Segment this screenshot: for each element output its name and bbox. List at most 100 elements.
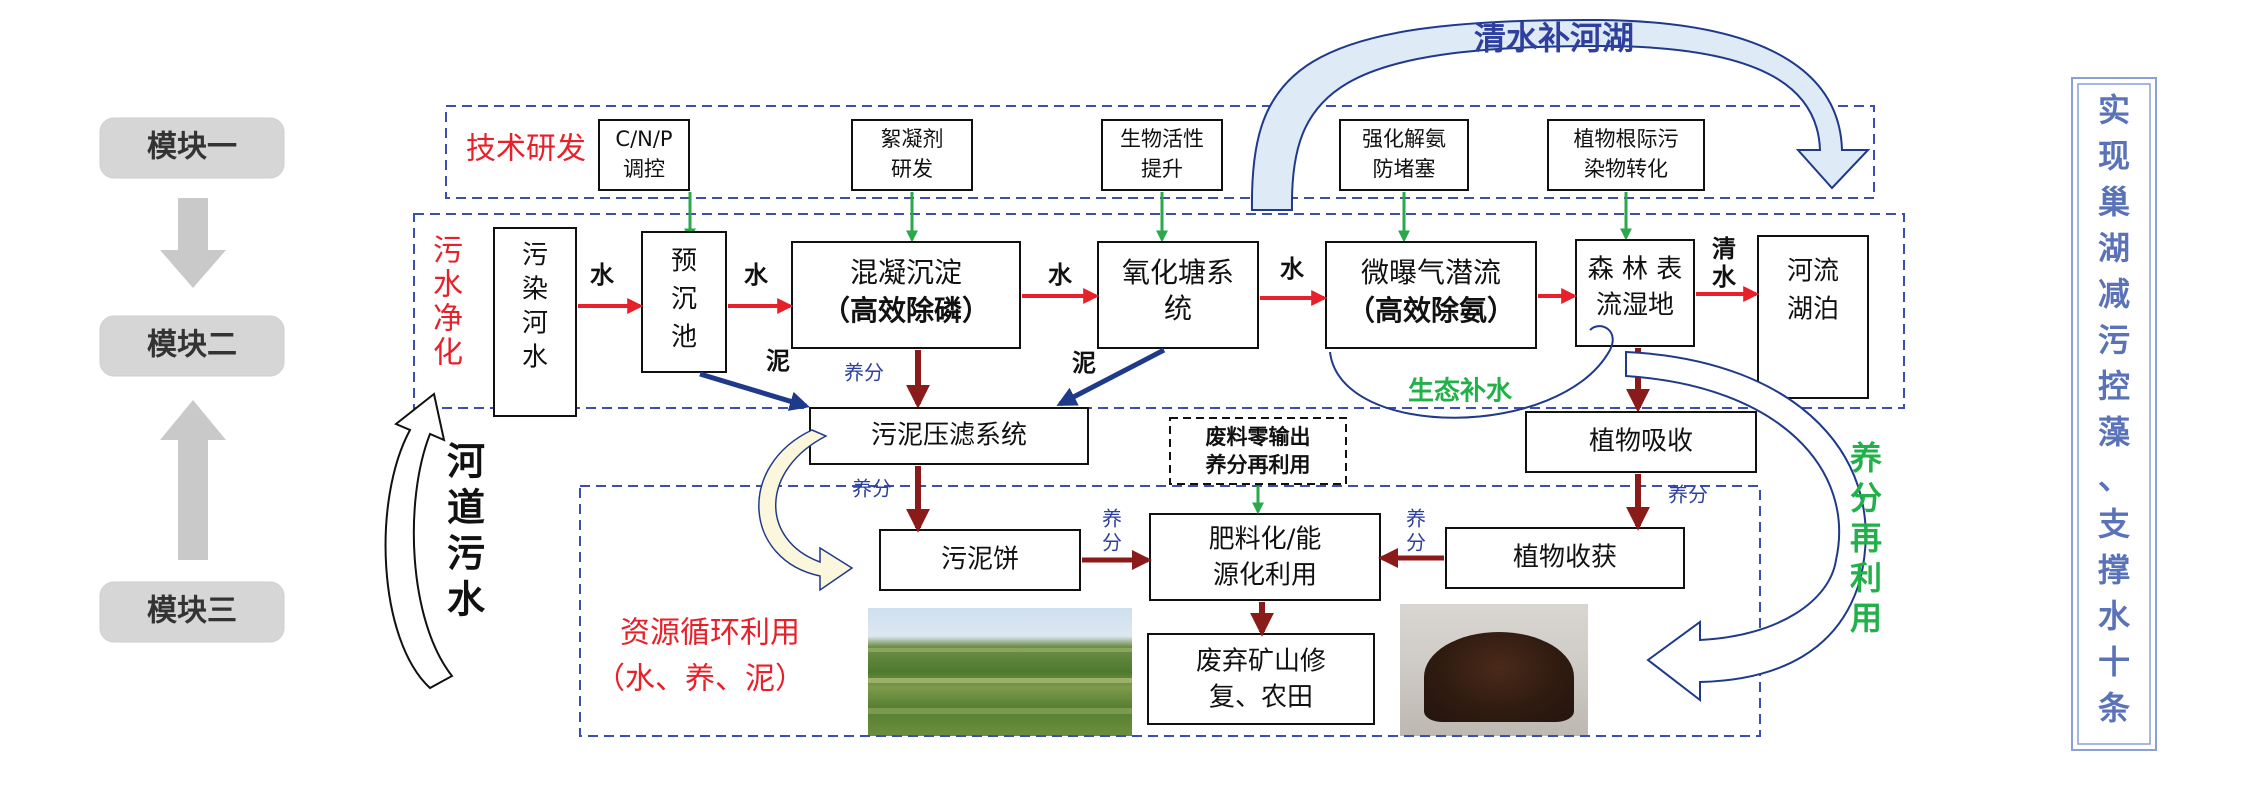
- nutrient-reuse-label-char: 养: [1850, 439, 1882, 477]
- side-text-char: 减: [2098, 275, 2130, 313]
- purify-title-char: 水: [433, 268, 463, 303]
- nutrient-label: 养分: [844, 361, 884, 385]
- aeration-line1: 微曝气潜流: [1361, 256, 1501, 289]
- nutrient-vlabel-char: 分: [1406, 531, 1426, 555]
- plant-absorb-text: 植物吸收: [1589, 427, 1693, 457]
- side-text-char: 控: [2098, 367, 2130, 405]
- river-sewage-label-char: 道: [447, 486, 485, 530]
- tech-item-box: [598, 119, 690, 191]
- fertilizer-box: [1149, 513, 1381, 601]
- nutrient-vlabel-char: 养: [1102, 507, 1122, 531]
- resource-title2: （水、养、泥）: [595, 662, 805, 697]
- water-label: 水: [1280, 255, 1305, 283]
- tech-item-line2: 染物转化: [1584, 157, 1668, 181]
- side-text-char: 污: [2098, 321, 2130, 359]
- presettle-box: [641, 231, 727, 373]
- module-label: 模块三: [147, 594, 237, 629]
- oxid-box: [1097, 241, 1259, 349]
- harvest-box: [1445, 527, 1685, 589]
- zero-waste-line2: 养分再利用: [1205, 453, 1311, 477]
- side-text-char: 水: [2098, 597, 2131, 635]
- harvest-text: 植物收获: [1513, 543, 1617, 573]
- eco-water-label: 生态补水: [1408, 376, 1513, 407]
- tech-item-box: [1339, 119, 1469, 191]
- wetland-line1: 森 林 表: [1588, 255, 1683, 285]
- nutrient-reuse-label-char: 分: [1850, 479, 1882, 517]
- river-sewage-label-char: 污: [447, 532, 485, 576]
- presettle-text-char: 沉: [671, 285, 697, 315]
- side-text-char: 条: [2098, 689, 2130, 727]
- mud-arrow: [1056, 347, 1166, 407]
- coag-line2: （高效除磷）: [822, 294, 990, 327]
- module-label: 模块二: [147, 328, 237, 363]
- river-lake-line2: 湖泊: [1787, 295, 1839, 325]
- nutrient-reuse-label-char: 用: [1850, 599, 1882, 637]
- mine-line1: 废弃矿山修: [1196, 647, 1326, 677]
- plant-absorb-box: [1525, 411, 1757, 473]
- tech-title: 技术研发: [466, 132, 586, 167]
- module-box: [99, 117, 285, 179]
- module-down-arrow: [160, 198, 226, 288]
- eco-water-loop: [1329, 325, 1614, 419]
- nutrient-reuse-curve-arrow: [1625, 350, 1867, 703]
- sludge-cake-box: [879, 529, 1081, 591]
- tech-item-line2: 提升: [1141, 157, 1183, 181]
- river-water-text-char: 水: [522, 343, 548, 373]
- sludge-press-box: [809, 407, 1089, 465]
- side-panel-inner: [2077, 83, 2151, 745]
- coag-box: [791, 241, 1021, 349]
- purify-region: [413, 213, 1905, 409]
- nutrient-label: 养分: [852, 477, 892, 501]
- tech-item-box: [1101, 119, 1223, 191]
- mud-label: 泥: [766, 347, 790, 375]
- river-sewage-label-char: 水: [447, 578, 486, 622]
- side-text-char: 湖: [2098, 229, 2130, 267]
- soil-pile-photo: [1400, 604, 1588, 736]
- tech-item-line2: 防堵塞: [1373, 157, 1436, 181]
- river-water-text-char: 河: [522, 309, 548, 339]
- zero-waste-box: [1169, 417, 1347, 485]
- clean-water-label-char: 水: [1712, 263, 1737, 291]
- side-panel-outer: [2071, 77, 2157, 751]
- sludge-press-text: 污泥压滤系统: [871, 421, 1027, 451]
- tech-item-line2: 调控: [623, 157, 665, 181]
- river-water-text-char: 染: [522, 275, 548, 305]
- nutrient-vlabel-char: 分: [1102, 531, 1122, 555]
- tech-item-line1: 生物活性: [1120, 127, 1204, 151]
- river-sewage-curve-arrow: [384, 392, 454, 690]
- purify-title-char: 污: [433, 234, 463, 269]
- nutrient-reuse-label-char: 再: [1850, 519, 1882, 557]
- nutrient-reuse-label-char: 利: [1850, 559, 1882, 597]
- coag-line1: 混凝沉淀: [850, 256, 962, 289]
- zero-waste-line1: 废料零输出: [1206, 425, 1311, 449]
- side-text-char: 、: [2098, 459, 2130, 497]
- purify-title-char: 净: [433, 302, 463, 337]
- presettle-text-char: 池: [671, 323, 697, 353]
- sludge-curve-arrow: [758, 429, 854, 592]
- side-text-char: 巢: [2098, 183, 2130, 221]
- sludge-cake-text: 污泥饼: [941, 545, 1019, 575]
- fertilizer-line1: 肥料化/能: [1209, 525, 1322, 555]
- clean-water-label-char: 清: [1712, 235, 1736, 263]
- river-sewage-label-char: 河: [447, 440, 485, 484]
- side-text-char: 支: [2098, 505, 2130, 543]
- river-water-text-char: 污: [522, 241, 548, 271]
- tech-item-line1: C/N/P: [615, 127, 672, 151]
- nutrient-vlabel-char: 养: [1406, 507, 1426, 531]
- farmland-photo: [868, 608, 1132, 736]
- mine-line2: 复、农田: [1209, 683, 1313, 713]
- water-label: 水: [744, 261, 769, 289]
- fertilizer-line2: 源化利用: [1213, 561, 1317, 591]
- resource-title1: 资源循环利用: [620, 616, 800, 651]
- water-label: 水: [590, 261, 615, 289]
- oxid-line1: 氧化塘系: [1122, 256, 1234, 289]
- river-water-box: [493, 227, 577, 417]
- nutrient-label: 养分: [1668, 483, 1708, 507]
- oxid-line2: 统: [1164, 292, 1192, 325]
- aeration-line2: （高效除氨）: [1347, 294, 1515, 327]
- tech-item-line2: 研发: [891, 157, 933, 181]
- top-label: 清水补河湖: [1474, 19, 1634, 57]
- mine-box: [1147, 633, 1375, 725]
